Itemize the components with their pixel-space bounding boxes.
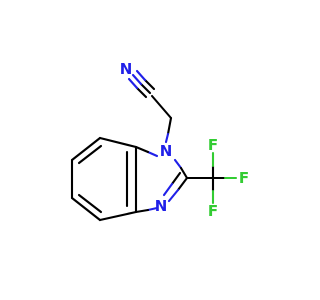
bond-n3-c3a	[134, 208, 150, 214]
bond-c4-c3a	[98, 210, 138, 222]
bond-n3-c3a-n	[146, 206, 159, 212]
bond-cn-3b	[127, 77, 139, 90]
bond-n1-c7a-n	[146, 150, 159, 158]
atom-label-f-top: F	[208, 136, 218, 154]
bond-n1-c7a	[134, 145, 150, 154]
bond-cn-1a	[139, 82, 152, 95]
atom-label-f-bottom: F	[208, 202, 218, 220]
bond-c7-c6	[70, 136, 102, 162]
bond-c7a-c7	[98, 136, 138, 149]
bond-c-ch2	[150, 94, 173, 120]
atom-label-n-nitrile: N	[120, 60, 133, 78]
bond-cn-3a	[135, 86, 148, 99]
nitrile-triple-bond	[127, 69, 156, 99]
bond-cn-1b	[131, 73, 143, 86]
bond-c5-c4	[70, 196, 102, 222]
bond-cn-2a	[143, 78, 156, 91]
bond-c2-n3-b	[167, 188, 180, 203]
bond-c2-n3-a	[176, 176, 189, 192]
bond-cn-2b	[135, 69, 147, 82]
bond-c2-n3-dbl-b	[162, 182, 174, 197]
atom-label-n1: N	[160, 142, 173, 160]
atom-label-f-right: F	[239, 169, 249, 187]
bond-inner-2	[77, 144, 103, 165]
benzene-ring	[70, 136, 138, 222]
bond-n1-c2-n	[173, 158, 183, 170]
trifluoromethyl-group	[185, 151, 238, 205]
bond-ch2-n1b	[164, 132, 170, 144]
atom-label-n3: N	[155, 197, 168, 215]
structure-diagram: N N N F F F	[70, 60, 249, 222]
bond-ch2-n1a	[166, 116, 173, 136]
imidazole-ring	[134, 145, 189, 214]
bond-n1-c2	[179, 166, 189, 180]
bond-c2-n3-dbl-a	[170, 171, 182, 186]
bond-inner-3	[77, 193, 103, 214]
